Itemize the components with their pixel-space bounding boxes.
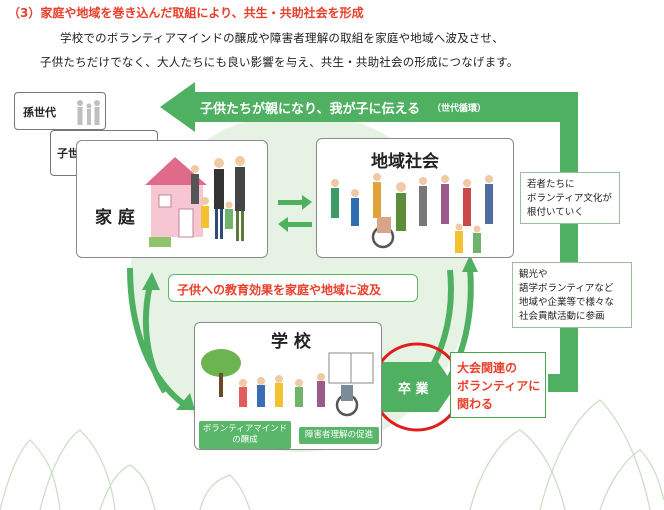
- home-title: 家 庭: [95, 203, 135, 228]
- disability-understanding-tag: 障害者理解の促進: [299, 427, 379, 444]
- generation-cycle-label: 子供たちが親になり、我が子に伝える: [200, 98, 420, 117]
- community-illustration: [321, 169, 511, 257]
- society-contribution-note: 観光や 語学ボランティアなど 地域や企業等で様々な 社会貢献活動に参画: [512, 262, 632, 328]
- event-volunteer-label: 大会関連の ボランティアに 関わる: [457, 359, 540, 413]
- intro-line-2: 子供たちだけでなく、大人たちにも良い影響を与え、共生・共助社会の形成につなげます…: [40, 54, 519, 70]
- home-illustration: [135, 145, 267, 255]
- page-title: （3）家庭や地域を巻き込んだ取組により、共生・共助社会を形成: [8, 4, 364, 21]
- spread-label-box: 子供への教育効果を家庭や地域に波及: [168, 274, 418, 302]
- school-illustration: [199, 349, 379, 419]
- grandchild-family-icon: [73, 97, 103, 127]
- volunteer-mind-tag: ボランティアマインド の醸成: [199, 421, 291, 449]
- school-box: 学 校 ボランティアマインド の醸成 障害者理解の促進: [194, 322, 382, 450]
- intro-line-1: 学校でのボランティアマインドの醸成や障害者理解の取組を家庭や地域へ波及させ、: [60, 30, 504, 46]
- generation-cycle-sublabel: （世代循環）: [432, 101, 486, 114]
- grandchild-generation-label: 孫世代: [23, 104, 56, 120]
- event-volunteer-box: 大会関連の ボランティアに 関わる: [450, 352, 546, 418]
- spread-label: 子供への教育効果を家庭や地域に波及: [177, 281, 381, 298]
- grandchild-generation-card: 孫世代: [14, 92, 106, 130]
- youth-culture-note: 若者たちに ボランティア文化が 根付いていく: [520, 172, 620, 224]
- community-box: 地域社会: [316, 138, 514, 258]
- graduation-label: 卒 業: [398, 378, 429, 397]
- home-box: 家 庭: [76, 140, 268, 258]
